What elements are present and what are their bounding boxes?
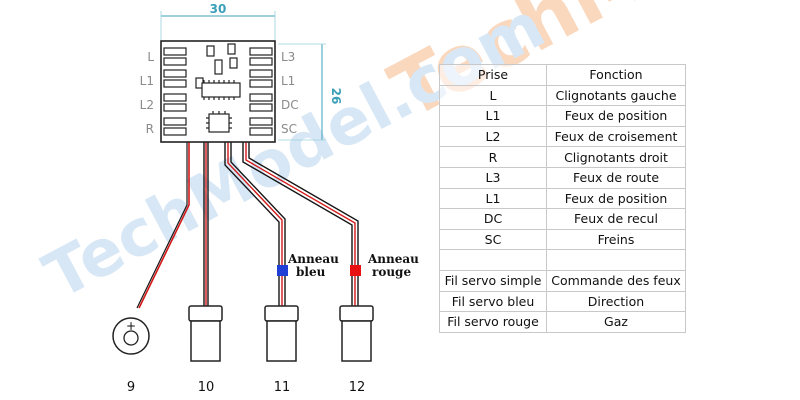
pin-label-l1: L1 <box>140 74 154 88</box>
fonction-cell: Feux de route <box>546 166 686 189</box>
prise-cell: Fil servo rouge <box>439 311 547 333</box>
prise-cell: L2 <box>439 125 547 148</box>
pin-label-l3: L3 <box>281 50 295 64</box>
fonction-cell: Direction <box>546 290 686 313</box>
prise-cell: DC <box>439 208 547 230</box>
fonction-cell: Feux de croisement <box>546 125 686 148</box>
pin-label-r: R <box>146 122 154 136</box>
ring-terminal-9: + <box>112 317 150 355</box>
prise-cell: L1 <box>439 187 547 210</box>
right-pin-header <box>249 47 273 136</box>
width-label: 30 <box>210 2 227 16</box>
prise-cell: Fil servo bleu <box>439 290 547 313</box>
table-header-row: Prise Fonction <box>439 64 686 86</box>
fonction-cell: Freins <box>546 228 686 251</box>
header-fonction: Fonction <box>546 64 686 86</box>
fonction-cell: Feux de recul <box>546 208 686 230</box>
fonction-cell: Feux de position <box>546 187 686 210</box>
module-board <box>160 40 276 143</box>
anneau-rouge-line2: rouge <box>372 265 411 279</box>
anneau-rouge: Anneau rouge <box>350 252 419 279</box>
height-label: 26 <box>329 88 343 105</box>
prise-cell: L3 <box>439 166 547 189</box>
left-pin-labels: L L1 L2 R <box>140 50 155 136</box>
pin-label-sc: SC <box>281 122 297 136</box>
servo-connector-12 <box>339 305 374 362</box>
plus-sign: + <box>126 319 136 333</box>
prise-cell: SC <box>439 228 547 251</box>
pin-label-dc: DC <box>281 98 299 112</box>
fonction-cell: Gaz <box>546 311 686 333</box>
anneau-bleu-line1: Anneau <box>287 252 339 266</box>
header-prise: Prise <box>439 64 547 86</box>
pin-label-l1-right: L1 <box>281 74 295 88</box>
connector-numbers: 9 10 11 12 <box>127 380 365 395</box>
servo-connector-10 <box>188 305 223 362</box>
anneau-bleu-line2: bleu <box>296 265 326 279</box>
prise-cell: L1 <box>439 105 547 127</box>
fonction-cell: Clignotants gauche <box>546 84 686 107</box>
pin-label-l: L <box>147 50 154 64</box>
table-spacer-row <box>439 249 686 271</box>
red-ring-marker <box>350 265 361 276</box>
prise-cell: R <box>439 146 547 168</box>
anneau-rouge-line1: Anneau <box>367 252 419 266</box>
connector-number-9: 9 <box>127 380 135 395</box>
ic-chip <box>201 80 241 100</box>
anneau-bleu: Anneau bleu <box>277 252 339 279</box>
connector-number-12: 12 <box>349 380 366 395</box>
fonction-cell: Clignotants droit <box>546 146 686 168</box>
square-chip <box>206 111 232 133</box>
prise-cell: L <box>439 84 547 107</box>
height-dimension: 26 <box>278 43 343 141</box>
connector-number-10: 10 <box>198 380 215 395</box>
fonction-cell: Feux de position <box>546 105 686 127</box>
blue-ring-marker <box>277 265 288 276</box>
connector-number-11: 11 <box>274 380 291 395</box>
servo-connector-11 <box>264 305 299 362</box>
width-dimension: 30 <box>160 2 276 40</box>
left-pin-header <box>163 47 187 136</box>
fonction-cell: Commande des feux <box>546 269 686 292</box>
right-pin-labels: L3 L1 DC SC <box>281 50 299 136</box>
pin-label-l2: L2 <box>140 98 154 112</box>
prise-cell: Fil servo simple <box>439 269 547 292</box>
